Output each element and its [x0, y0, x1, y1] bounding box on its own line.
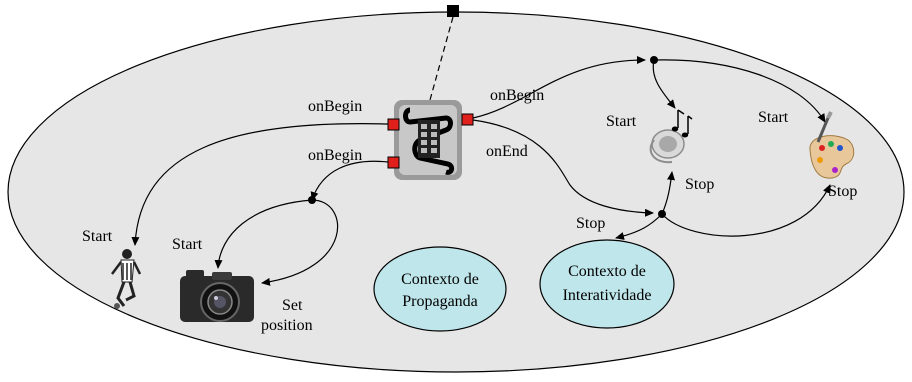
context-interatividade[interactable]: Contexto de Interatividade [539, 239, 675, 329]
label-onend: onEnd [486, 143, 528, 160]
context-propaganda-line1: Contexto de [401, 271, 479, 288]
link-onend-stop-junction [472, 119, 654, 217]
context-interatividade-line2: Interatividade [563, 287, 652, 304]
link-stop-context [615, 213, 663, 240]
label-set-position-line2: position [261, 317, 313, 334]
label-onbegin-audio: onBegin [490, 87, 544, 104]
label-stop-paint: Stop [828, 183, 857, 200]
label-stop-context: Stop [576, 215, 605, 232]
context-propaganda[interactable]: Contexto de Propaganda [373, 246, 507, 332]
label-start-audio: Start [606, 113, 637, 130]
context-port[interactable] [447, 5, 459, 17]
link-stop-audio [661, 171, 675, 215]
link-onbegin-audio-junction [472, 56, 646, 119]
context-propaganda-line2: Propaganda [402, 293, 478, 310]
label-start-paint: Start [758, 109, 789, 126]
label-onbegin-player: onBegin [308, 98, 362, 115]
link-stop-paint [661, 184, 831, 237]
label-stop-audio: Stop [685, 176, 714, 193]
port-mapping-link [429, 16, 454, 101]
label-start-player: Start [82, 228, 113, 245]
link-start-paint [653, 59, 826, 123]
link-start-camera [214, 199, 313, 269]
label-onbegin-camera: onBegin [308, 147, 362, 164]
camera-icon[interactable] [180, 270, 254, 322]
label-set-position-line1: Set [282, 297, 303, 314]
anchor-onbegin-onend[interactable] [461, 113, 474, 126]
label-start-camera: Start [172, 236, 203, 253]
audio-speaker-icon[interactable] [649, 109, 693, 164]
paint-palette-icon[interactable] [809, 111, 855, 179]
link-start-audio [652, 59, 676, 109]
anchor-onbegin-player[interactable] [387, 118, 400, 131]
anchor-onbegin-camera[interactable] [387, 156, 400, 169]
link-onbegin-camera-junction [310, 160, 389, 201]
film-scroll-icon[interactable] [394, 100, 462, 180]
link-set-position [261, 199, 339, 286]
context-interatividade-line1: Contexto de [568, 263, 646, 280]
link-onbegin-player [131, 123, 389, 246]
soccer-player-icon[interactable] [111, 249, 142, 309]
